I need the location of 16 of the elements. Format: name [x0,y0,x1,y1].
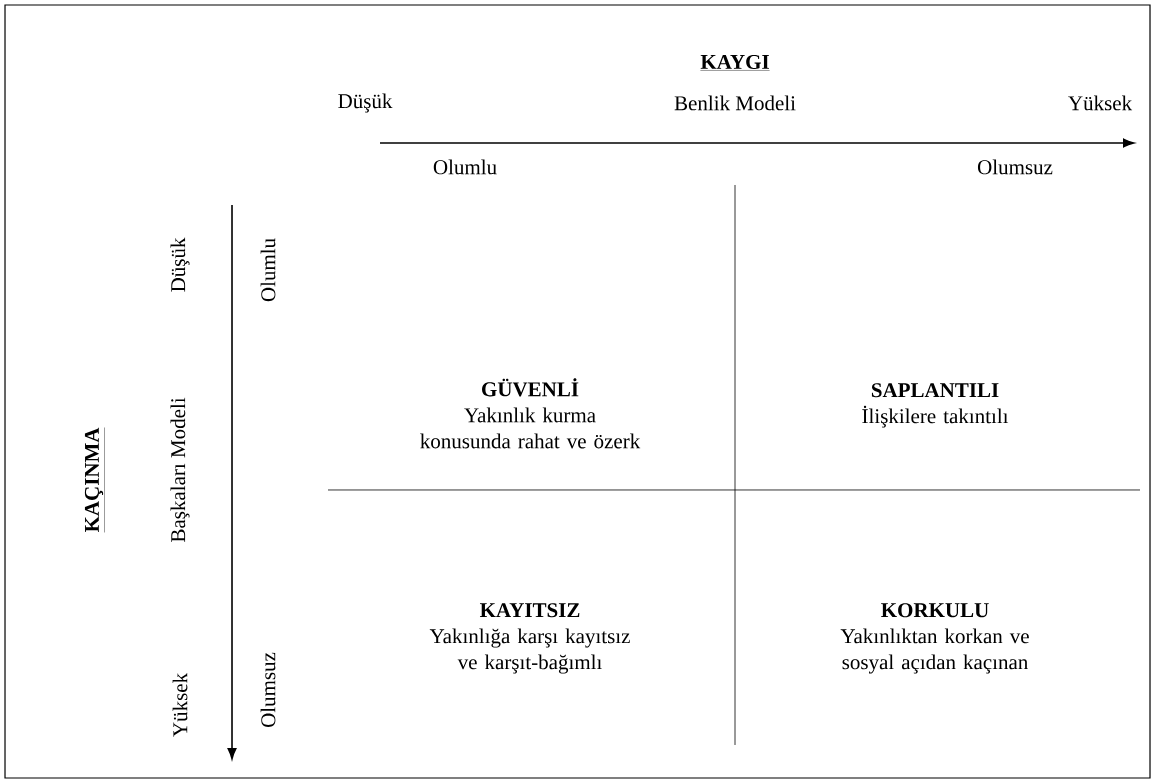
axis-label: Yüksek [1068,95,1133,111]
quadrant-cell: SAPLANTILI İlişkilere takıntılı [862,383,1009,428]
axis-title: KAYGI [700,54,770,71]
axis-label: Olumlu [433,159,497,175]
quadrant-cell: GÜVENLİ Yakınlık kurma konusunda rahat ve özerk [420,378,641,449]
axis-label: Düşük [338,93,393,113]
axis-label: Olumlu [260,238,276,302]
axis-title: KAÇINMA [84,427,105,533]
axis-label: Olumsuz [977,159,1053,175]
quadrant-cell: KORKULU Yakınlıktan korkan ve sosyal açıdan kaçınan [840,603,1029,674]
axis-label: Başkaları Modeli [170,397,190,542]
axis-label: Olumsuz [260,652,276,728]
axis-label: Benlik Modeli [674,95,796,111]
axis-label: Yüksek [172,672,188,737]
axis-label: Düşük [170,237,190,292]
quadrant-cell: KAYITSIZ Yakınlığa karşı kayıtsız ve karşıt-bağımlı [429,603,630,674]
